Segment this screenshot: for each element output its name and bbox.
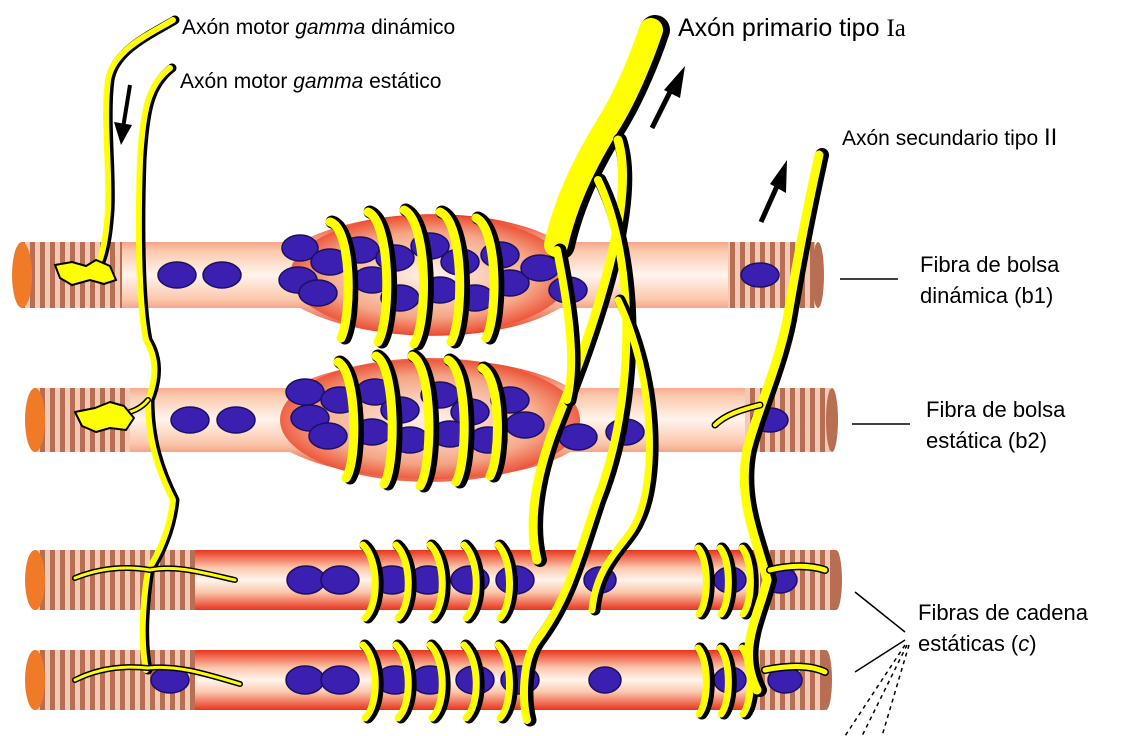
label-secondary-axon: Axón secundario tipo II: [842, 124, 1057, 152]
arrow-secondary-up: [761, 160, 787, 222]
arrow-gamma-down: [114, 85, 132, 145]
label-bag-static-line2: estática (b2): [926, 425, 1065, 456]
fiber-c1-striations-left: [35, 550, 195, 610]
label-bag-dynamic-line1: Fibra de bolsa: [920, 249, 1059, 280]
fiber-b2-end-left: [25, 388, 45, 452]
leader-line-chain-1: [855, 592, 905, 632]
fiber-b1-end-left: [12, 242, 32, 308]
primary-axon-ia: [524, 30, 655, 720]
label-bag-static-line1: Fibra de bolsa: [926, 394, 1065, 425]
label-bag-static: Fibra de bolsa estática (b2): [926, 394, 1065, 456]
fiber-b2-end-right: [826, 388, 838, 452]
fiber-b1-end-right: [812, 242, 824, 308]
leader-line-chain-2: [855, 640, 905, 672]
label-bag-dynamic: Fibra de bolsa dinámica (b1): [920, 249, 1059, 311]
leader-line-dashed-2: [862, 645, 907, 736]
label-bag-dynamic-line2: dinámica (b1): [920, 280, 1059, 311]
label-chain-line1: Fibras de cadena: [918, 597, 1088, 628]
label-chain-fibers: Fibras de cadena estáticas (c): [918, 597, 1088, 659]
label-primary-axon: Axón primario tipo Ia: [678, 14, 906, 43]
leader-lines: [840, 279, 910, 736]
arrow-primary-up: [652, 66, 685, 128]
label-gamma-static: Axón motor gamma estático: [180, 70, 441, 94]
label-chain-line2: estáticas (c): [918, 628, 1088, 659]
label-gamma-dynamic: Axón motor gamma dinámico: [182, 16, 455, 40]
